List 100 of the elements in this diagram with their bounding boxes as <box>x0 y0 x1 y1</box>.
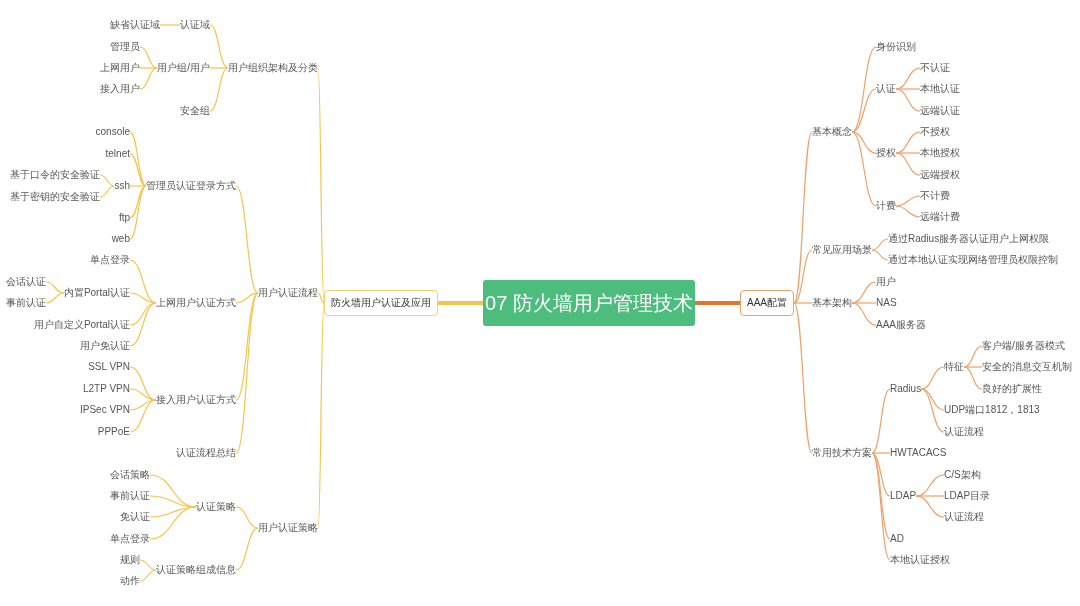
topic-label: 远端计费 <box>920 211 960 223</box>
branch-line <box>438 301 483 305</box>
topic-label: 常用技术方案 <box>812 447 872 459</box>
branch-line <box>915 495 945 518</box>
branch-line <box>129 302 157 326</box>
topic-label: telnet <box>105 148 130 160</box>
topic-label: 身份识别 <box>876 41 916 53</box>
topic-label: 用户组织架构及分类 <box>228 62 318 74</box>
branch-line <box>920 388 945 411</box>
topic-label: 授权 <box>876 147 896 159</box>
topic-label: 常见应用场景 <box>812 244 872 256</box>
topic-label: 认证 <box>876 83 896 95</box>
branch-line <box>235 292 259 401</box>
topic-label: 本地授权 <box>920 147 960 159</box>
topic-label: 认证策略组成信息 <box>156 564 236 576</box>
central-topic-box: 07 防火墙用户管理技术 <box>483 280 695 326</box>
topic-label: 客户端/服务器模式 <box>982 340 1065 352</box>
branch-line <box>793 131 813 304</box>
topic-label: 基于口令的安全验证 <box>10 169 100 181</box>
topic-label: 计费 <box>876 200 896 212</box>
branch-line <box>851 131 877 154</box>
branch-line <box>871 452 891 454</box>
topic-label: web <box>111 233 130 245</box>
branch-line <box>871 452 891 561</box>
topic-label: 用户认证流程 <box>258 287 318 299</box>
topic-label: 特征 <box>944 361 964 373</box>
branch-line <box>851 302 877 326</box>
branch-line <box>793 302 813 304</box>
branch-line <box>149 506 197 540</box>
branch-line <box>963 366 983 368</box>
branch-line <box>139 559 157 571</box>
branch-line <box>129 185 147 187</box>
topic-label: PPPoE <box>97 426 130 438</box>
topic-label: AD <box>890 533 904 545</box>
topic-label: Radius <box>890 383 922 395</box>
branch-line <box>235 506 259 529</box>
topic-label: 单点登录 <box>110 533 150 545</box>
topic-label: 不计费 <box>920 190 950 202</box>
topic-box: 防火墙用户认证及应用 <box>324 290 438 316</box>
branch-line <box>851 131 877 207</box>
topic-label: 接入用户 <box>100 83 140 95</box>
branch-line <box>895 88 921 90</box>
topic-label: 远端授权 <box>920 169 960 181</box>
topic-label: 不认证 <box>920 62 950 74</box>
topic-label: UDP端口1812，1813 <box>944 404 1040 416</box>
branch-line <box>920 388 945 433</box>
topic-label: 通过Radius服务器认证用户上网权限 <box>888 233 1050 245</box>
branch-line <box>129 153 147 187</box>
branch-line <box>895 195 921 207</box>
topic-label: 管理员 <box>110 41 140 53</box>
topic-label: 管理员认证登录方式 <box>146 180 236 192</box>
branch-line <box>871 452 891 497</box>
topic-label: 认证流程总结 <box>176 447 236 459</box>
branch-line <box>895 88 921 112</box>
topic-label: 用户免认证 <box>80 340 130 352</box>
branch-line <box>317 292 325 304</box>
topic-label: 会话策略 <box>110 469 150 481</box>
topic-label: 会话认证 <box>6 276 46 288</box>
branch-line <box>963 366 983 390</box>
topic-label: 用户认证策略 <box>258 522 318 534</box>
topic-label: 事前认证 <box>110 490 150 502</box>
topic-label: 良好的扩展性 <box>982 383 1042 395</box>
branch-line <box>139 46 158 69</box>
branch-line <box>129 302 157 347</box>
branch-line <box>139 67 158 69</box>
branch-line <box>209 67 229 69</box>
topic-label: 用户 <box>876 276 896 288</box>
branch-line <box>871 388 891 454</box>
branch-line <box>129 185 147 240</box>
branch-line <box>99 174 116 187</box>
topic-label: NAS <box>876 297 897 309</box>
topic-label: 事前认证 <box>6 297 46 309</box>
branch-line <box>793 249 813 304</box>
topic-label: 上网用户认证方式 <box>156 297 236 309</box>
topic-label: 通过本地认证实现网络管理员权限控制 <box>888 254 1058 266</box>
topic-box: AAA配置 <box>740 290 794 316</box>
branch-line <box>129 131 147 187</box>
branch-line <box>139 569 157 582</box>
branch-line <box>45 281 65 294</box>
topic-label: 认证域 <box>180 19 210 31</box>
branch-line <box>99 185 116 198</box>
topic-label: 本地认证授权 <box>890 554 950 566</box>
branch-line <box>139 67 158 90</box>
branch-line <box>129 388 157 401</box>
topic-label: HWTACACS <box>890 447 947 459</box>
topic-label: LDAP目录 <box>944 490 991 502</box>
topic-label: 认证流程 <box>944 426 984 438</box>
branch-line <box>209 24 229 69</box>
topic-label: IPSec VPN <box>79 404 130 416</box>
topic-label: 动作 <box>120 575 140 587</box>
topic-label: 安全的消息交互机制 <box>982 361 1072 373</box>
topic-label: 接入用户认证方式 <box>156 394 236 406</box>
topic-label: C/S架构 <box>944 469 981 481</box>
branch-line <box>129 185 147 219</box>
topic-label: ftp <box>118 212 130 224</box>
branch-line <box>895 152 921 176</box>
topic-label: 上网用户 <box>100 62 140 74</box>
branch-line <box>159 24 181 26</box>
topic-label: 不授权 <box>920 126 950 138</box>
branch-line <box>851 302 877 304</box>
